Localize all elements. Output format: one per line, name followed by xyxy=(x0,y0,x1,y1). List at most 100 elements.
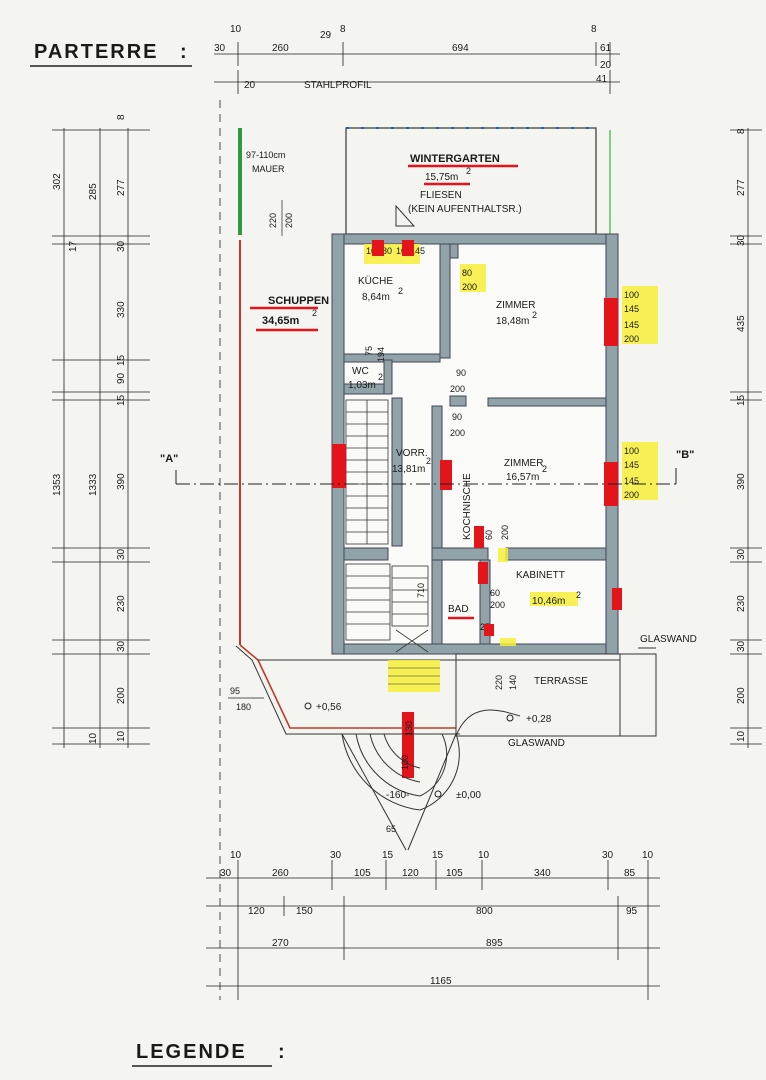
wintergarten-outline xyxy=(345,127,597,235)
win1c: 145 xyxy=(624,320,639,330)
dim-left-15b: 15 xyxy=(116,394,127,406)
kueche-area: 8,64m xyxy=(362,292,390,303)
wc-75: 75 xyxy=(364,346,374,356)
wc-label: WC xyxy=(352,366,369,377)
dim-left-90: 90 xyxy=(116,372,127,384)
sq-zimmer2: 2 xyxy=(542,464,547,474)
plan-title-colon: : xyxy=(180,41,189,63)
sq-kueche: 2 xyxy=(398,286,403,296)
ent-130: 130 xyxy=(404,721,414,736)
ent-100: 100 xyxy=(400,755,410,770)
dim-b4-1165: 1165 xyxy=(430,976,452,987)
schuppen-area: 34,65m xyxy=(262,315,300,327)
dim-b-30a: 30 xyxy=(330,850,342,861)
open-k4: 145 xyxy=(410,246,425,256)
vorr-area: 13,81m xyxy=(392,464,425,475)
win1a: 100 xyxy=(624,290,639,300)
dim-b-10a: 10 xyxy=(230,850,242,861)
kueche-label: KÜCHE xyxy=(358,275,393,287)
dim-top-30: 30 xyxy=(214,43,226,54)
dim-top-8b: 8 xyxy=(340,24,346,35)
dim-b-120: 120 xyxy=(402,868,419,879)
dim-right-8: 8 xyxy=(736,128,747,134)
dim-left-302: 302 xyxy=(52,173,63,190)
win1d: 200 xyxy=(624,334,639,344)
bad-60: 60 xyxy=(490,588,500,598)
wintergarten-area: 15,75m xyxy=(425,172,458,183)
wintergarten-label: WINTERGARTEN xyxy=(410,153,500,165)
kochnische-label: KOCHNISCHE xyxy=(462,473,473,540)
dim-180: 180 xyxy=(236,702,251,712)
dim-b-10c: 10 xyxy=(642,850,654,861)
legend-colon: : xyxy=(278,1041,287,1063)
dim-left-285: 285 xyxy=(88,183,99,200)
sq-vorr: 2 xyxy=(426,456,431,466)
dim-b2-150: 150 xyxy=(296,906,313,917)
plan-title: PARTERRE xyxy=(34,41,159,63)
dim-b2-95: 95 xyxy=(626,906,638,917)
glaswand1-label: GLASWAND xyxy=(640,634,697,645)
label-stahlprofil: STAHLPROFIL xyxy=(304,80,372,91)
ter-140: 140 xyxy=(508,675,518,690)
kn-200: 200 xyxy=(500,525,510,540)
zimmer1-label: ZIMMER xyxy=(496,300,535,311)
sq-wc: 2 xyxy=(378,372,383,382)
dim-right-200: 200 xyxy=(736,687,747,704)
dim-right-41: 41 xyxy=(596,74,608,85)
door1-200: 200 xyxy=(450,384,465,394)
dim-b-15b: 15 xyxy=(432,850,444,861)
dim-left-10: 10 xyxy=(116,730,127,742)
dim-left-1333: 1333 xyxy=(88,473,99,496)
right-dimension-chain xyxy=(730,128,762,748)
bottom-dimension-chain xyxy=(206,860,660,1000)
zimmer1-area: 18,48m xyxy=(496,316,529,327)
win1b: 145 xyxy=(624,304,639,314)
dim-160: -160- xyxy=(386,790,409,801)
dim-top-260: 260 xyxy=(272,43,289,54)
label-mauer: MAUER xyxy=(252,164,285,174)
dim-left-330: 330 xyxy=(116,301,127,318)
dim-b3-895: 895 xyxy=(486,938,503,949)
open-z1a: 80 xyxy=(462,268,472,278)
dim-65: 65 xyxy=(386,824,396,834)
schuppen-label: SCHUPPEN xyxy=(268,295,329,307)
dim-wg-220: 220 xyxy=(268,213,278,228)
bad-200: 200 xyxy=(490,600,505,610)
level-000: ±0,00 xyxy=(456,790,481,801)
zimmer2-area: 16,57m xyxy=(506,472,539,483)
dim-right-435: 435 xyxy=(736,315,747,332)
win2c: 145 xyxy=(624,476,639,486)
dim-right-15: 15 xyxy=(736,394,747,406)
dim-right-10: 10 xyxy=(736,730,747,742)
dim-b3-270: 270 xyxy=(272,938,289,949)
dim-left-10b: 10 xyxy=(88,732,99,744)
dim-left-1353: 1353 xyxy=(52,473,63,496)
dim-b-10b: 10 xyxy=(478,850,490,861)
dim-left-200: 200 xyxy=(116,687,127,704)
kabinett-area: 10,46m xyxy=(532,596,565,607)
dim-b-260: 260 xyxy=(272,868,289,879)
dim-top-10: 10 xyxy=(230,24,242,35)
dim-right-30c: 30 xyxy=(736,640,747,652)
win2a: 100 xyxy=(624,446,639,456)
dim-b2-120: 120 xyxy=(248,906,265,917)
fliesen-label: FLIESEN xyxy=(420,190,462,201)
dim-right-30b: 30 xyxy=(736,548,747,560)
dim-b-30b: 30 xyxy=(602,850,614,861)
dim-b-105b: 105 xyxy=(446,868,463,879)
win2d: 200 xyxy=(624,490,639,500)
dim-wg-200: 200 xyxy=(284,213,294,228)
level-028: +0,28 xyxy=(526,714,552,725)
kabinett-label: KABINETT xyxy=(516,570,565,581)
dim-top-61: 61 xyxy=(600,43,612,54)
dim-left-390: 390 xyxy=(116,473,127,490)
sq-zimmer1: 2 xyxy=(532,310,537,320)
dim-left-10-17: 17 xyxy=(68,240,79,252)
bad-label: BAD xyxy=(448,604,469,615)
top-dimension-chain xyxy=(214,42,620,94)
dim-top-20: 20 xyxy=(244,80,256,91)
change-markers xyxy=(332,240,622,778)
dim-top-694: 694 xyxy=(452,43,469,54)
door1-90: 90 xyxy=(456,368,466,378)
